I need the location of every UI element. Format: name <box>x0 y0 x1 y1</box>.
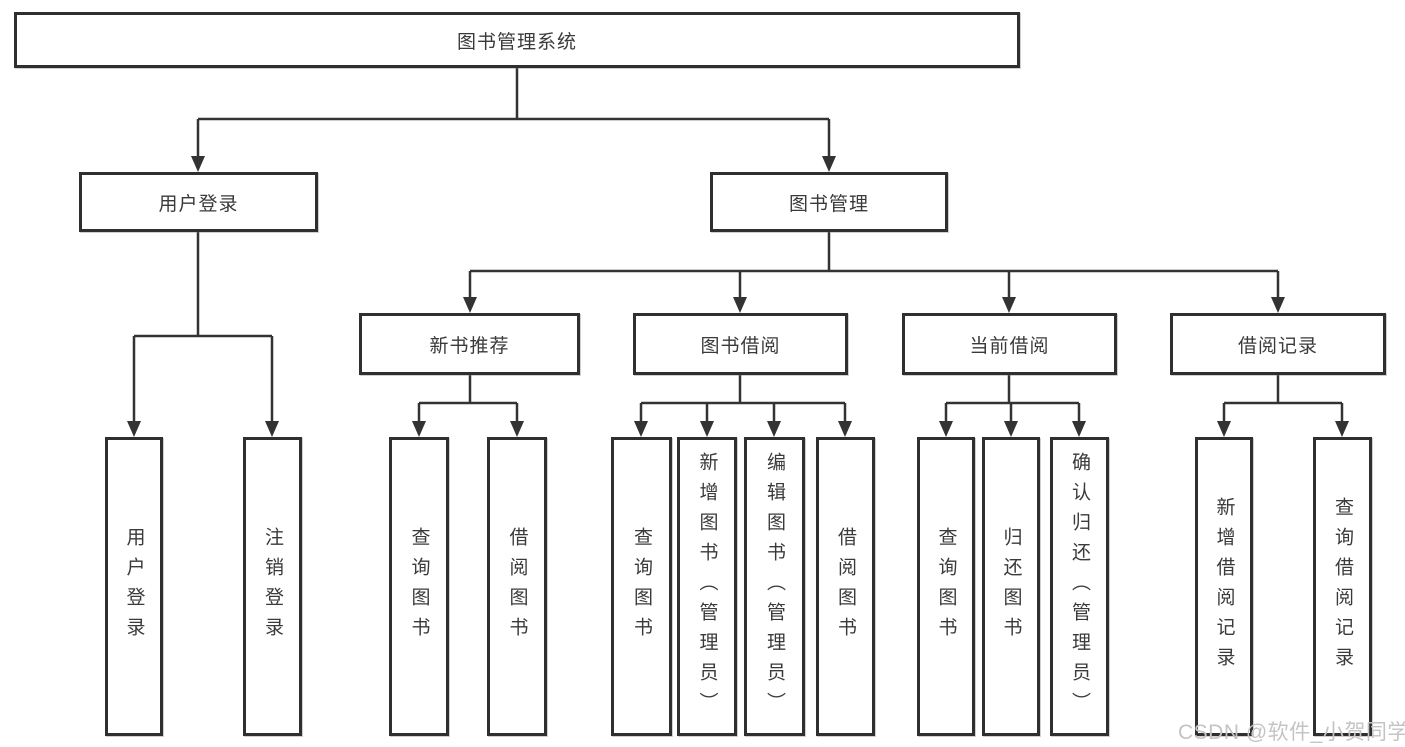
leaf-borrow-books-recommend: 借阅图书 <box>487 437 547 736</box>
leaf-label: 借阅图书 <box>506 526 528 647</box>
leaf-label: 用户登录 <box>123 526 145 647</box>
node-book-management: 图书管理 <box>710 172 948 232</box>
leaf-label: 查询图书 <box>935 526 957 647</box>
leaf-borrow-books-borrowing: 借阅图书 <box>816 437 875 736</box>
leaf-label: 新增图书（管理员） <box>696 451 718 722</box>
node-label: 用户登录 <box>158 193 239 215</box>
node-label: 图书借阅 <box>700 335 781 357</box>
csdn-watermark: CSDN @软件_小贺同学 <box>1178 721 1405 744</box>
leaf-query-borrow-record: 查询借阅记录 <box>1313 437 1372 736</box>
node-book-borrowing: 图书借阅 <box>633 313 848 375</box>
leaf-label: 归还图书 <box>1000 526 1022 647</box>
leaf-label: 查询借阅记录 <box>1332 496 1353 677</box>
leaf-user-login: 用户登录 <box>105 437 163 736</box>
leaf-confirm-return-admin: 确认归还（管理员） <box>1050 437 1109 736</box>
node-current-borrowing: 当前借阅 <box>902 313 1117 375</box>
node-label: 图书管理 <box>788 193 869 215</box>
node-label: 新书推荐 <box>429 335 510 357</box>
leaf-query-books-borrowing: 查询图书 <box>611 437 672 736</box>
leaf-label: 编辑图书（管理员） <box>764 451 785 722</box>
node-library-management-system: 图书管理系统 <box>14 12 1020 68</box>
node-new-book-recommend: 新书推荐 <box>359 313 580 375</box>
node-user-login: 用户登录 <box>79 172 318 232</box>
leaf-logout: 注销登录 <box>243 437 302 736</box>
node-label: 借阅记录 <box>1237 335 1318 357</box>
node-label: 图书管理系统 <box>456 31 577 53</box>
leaf-label: 查询图书 <box>408 526 430 647</box>
leaf-label: 查询图书 <box>631 526 652 647</box>
leaf-label: 注销登录 <box>262 526 283 647</box>
leaf-query-books-recommend: 查询图书 <box>389 437 449 736</box>
leaf-label: 新增借阅记录 <box>1213 496 1235 677</box>
node-borrowing-records: 借阅记录 <box>1170 313 1386 375</box>
leaf-edit-book-admin: 编辑图书（管理员） <box>744 437 805 736</box>
leaf-label: 借阅图书 <box>835 526 856 647</box>
leaf-query-books-current: 查询图书 <box>917 437 975 736</box>
leaf-add-book-admin: 新增图书（管理员） <box>677 437 737 736</box>
node-label: 当前借阅 <box>969 335 1050 357</box>
leaf-label: 确认归还（管理员） <box>1069 451 1090 722</box>
leaf-return-books: 归还图书 <box>982 437 1040 736</box>
leaf-add-borrow-record: 新增借阅记录 <box>1195 437 1253 736</box>
